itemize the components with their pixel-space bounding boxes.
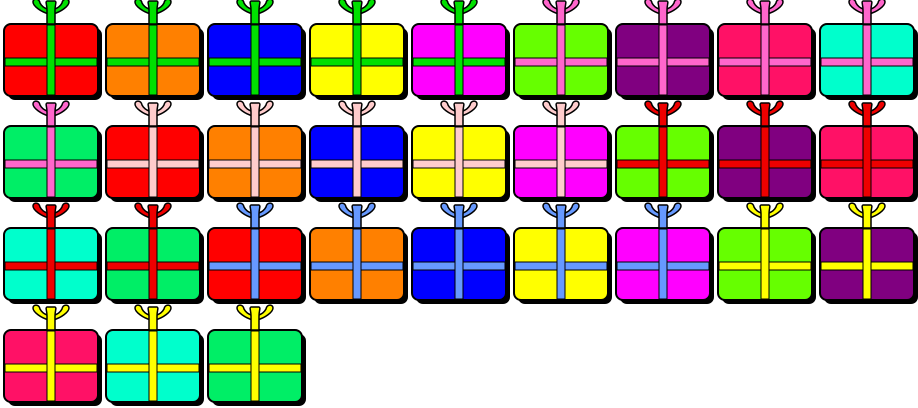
gift-ribbon-vertical [46,228,56,300]
gift-ribbon-vertical [250,24,260,96]
gift-sprite [309,100,408,202]
gift-bow [236,100,274,127]
gift-ribbon-vertical [454,24,464,96]
gift-bow [338,202,376,229]
gift-bow [134,100,172,127]
gift-bow [32,202,70,229]
gift-sprite [411,100,510,202]
gift-sprite [207,100,306,202]
gift-sprite [207,202,306,304]
gift-bow [644,202,682,229]
gift-bow [440,202,478,229]
gift-ribbon-vertical [46,24,56,96]
gift-ribbon-vertical [556,24,566,96]
gift-sprite [309,0,408,100]
gift-ribbon-vertical [862,126,872,198]
gift-ribbon-vertical [454,228,464,300]
gift-sprite [105,304,204,406]
gift-ribbon-vertical [148,228,158,300]
gift-sprite [819,100,918,202]
gift-sprite [105,100,204,202]
gift-bow [542,100,580,127]
gift-sprite [615,100,714,202]
gift-ribbon-vertical [250,126,260,198]
gift-ribbon-vertical [148,126,158,198]
gift-sprite [105,202,204,304]
gift-bow [32,304,70,331]
gift-bow [236,202,274,229]
gift-sprite [3,100,102,202]
gift-bow [746,100,784,127]
gift-sprite [513,0,612,100]
gift-bow [134,202,172,229]
gift-sprite [207,0,306,100]
gift-sprite [3,304,102,406]
gift-bow [848,0,886,25]
gift-ribbon-vertical [46,126,56,198]
gift-ribbon-vertical [760,126,770,198]
gift-sprite [615,0,714,100]
gift-ribbon-vertical [352,228,362,300]
gift-sprite [513,202,612,304]
gift-sprite [513,100,612,202]
gift-sprite [3,0,102,100]
gift-ribbon-vertical [556,228,566,300]
gift-bow [542,0,580,25]
gift-ribbon-vertical [862,24,872,96]
gift-sprite [819,202,918,304]
gift-bow [236,304,274,331]
gift-ribbon-vertical [556,126,566,198]
gift-ribbon-vertical [352,24,362,96]
gift-bow [134,304,172,331]
gift-ribbon-vertical [454,126,464,198]
gift-bow [644,100,682,127]
gift-bow [746,202,784,229]
gift-sprite [615,202,714,304]
gift-bow [338,0,376,25]
gift-ribbon-vertical [658,228,668,300]
gift-bow [848,100,886,127]
gift-sprite [819,0,918,100]
gift-sprite [105,0,204,100]
gift-sprite [411,202,510,304]
gift-ribbon-vertical [148,24,158,96]
gift-ribbon-vertical [148,330,158,402]
gift-bow [848,202,886,229]
gift-sprite [3,202,102,304]
gift-ribbon-vertical [46,330,56,402]
gift-ribbon-vertical [760,24,770,96]
gift-bow [134,0,172,25]
gift-bow [236,0,274,25]
gift-ribbon-vertical [658,24,668,96]
gift-sprite [717,0,816,100]
gift-bow [542,202,580,229]
gift-ribbon-vertical [250,228,260,300]
gift-bow [644,0,682,25]
gift-sprite [207,304,306,406]
gift-ribbon-vertical [760,228,770,300]
gift-bow [338,100,376,127]
gift-ribbon-vertical [862,228,872,300]
gift-ribbon-vertical [352,126,362,198]
gift-sprite [717,100,816,202]
gift-bow [440,0,478,25]
gift-sprite [309,202,408,304]
gift-ribbon-vertical [250,330,260,402]
gift-bow [440,100,478,127]
gift-bow [32,100,70,127]
gift-sprite [717,202,816,304]
gift-bow [32,0,70,25]
gift-ribbon-vertical [658,126,668,198]
gift-bow [746,0,784,25]
gift-sprite [411,0,510,100]
